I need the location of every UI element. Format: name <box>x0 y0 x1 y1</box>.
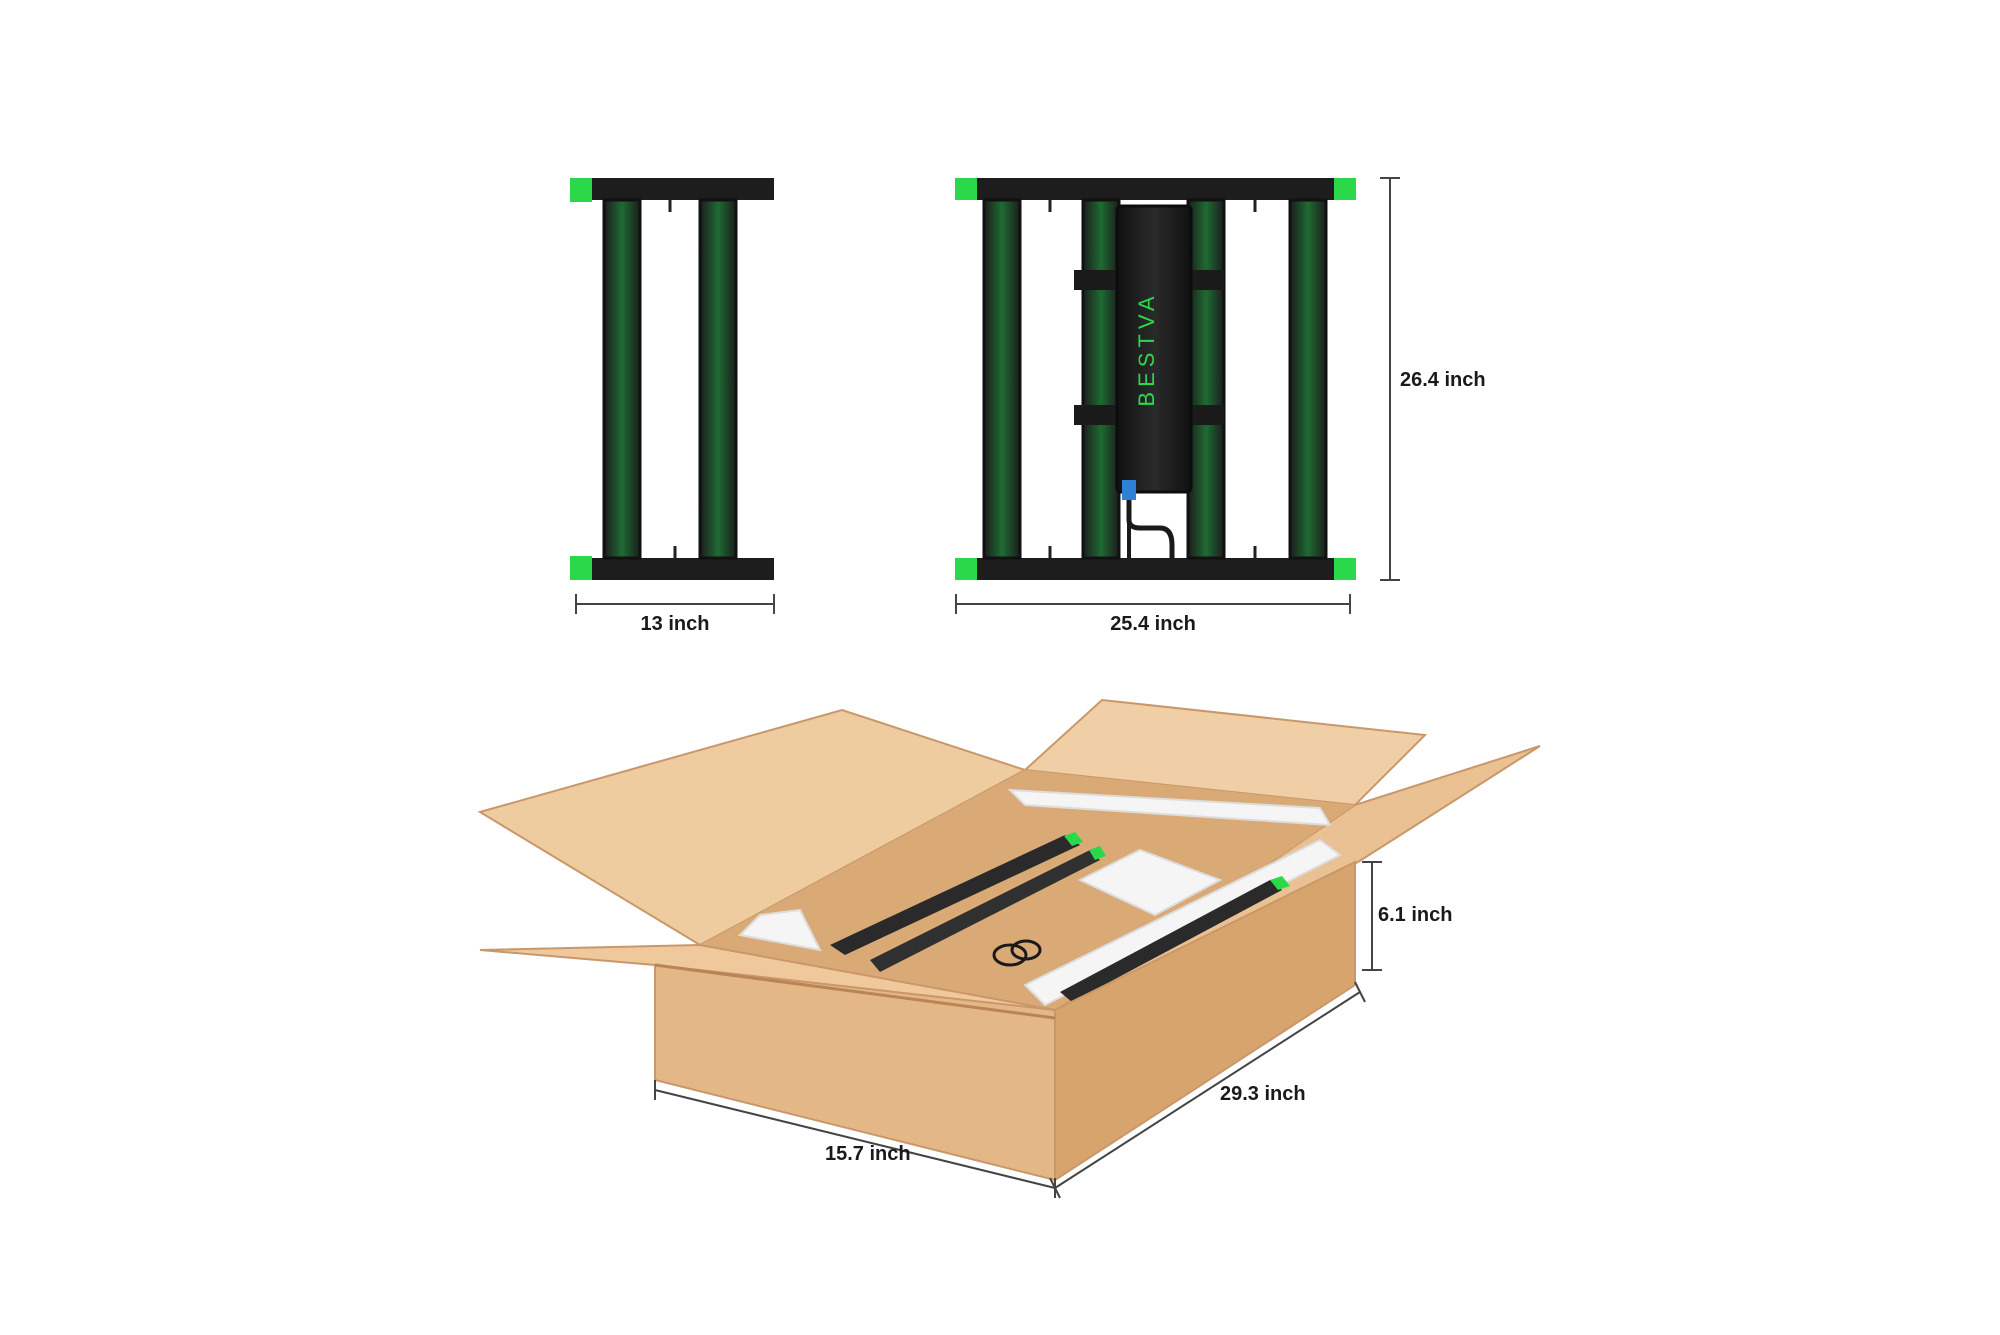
side-bottom-rail <box>578 558 774 580</box>
dimension-fixture-depth: 13 inch <box>575 594 775 635</box>
top-light-bar-4 <box>1288 198 1328 560</box>
dimension-box-width: 15.7 inch <box>654 1080 1056 1198</box>
dimension-fixture-length: 26.4 inch <box>1380 177 1486 581</box>
foam-middle <box>1077 848 1223 917</box>
top-left-green-cap <box>955 178 977 200</box>
side-bottom-green-cap <box>570 556 592 580</box>
box-right-wall <box>1054 860 1356 1182</box>
packed-bar-3 <box>1060 880 1282 1002</box>
driver-cable <box>1126 500 1175 558</box>
bottom-right-green-cap <box>1334 558 1356 580</box>
bottom-rail <box>962 558 1350 580</box>
label-fixture-width: 25.4 inch <box>1110 613 1196 635</box>
brand-logo: BESTVA <box>1134 291 1159 406</box>
side-light-bar-1 <box>604 200 640 558</box>
shipping-box <box>477 698 1541 1182</box>
foam-left <box>737 908 822 952</box>
dimension-fixture-width: 25.4 inch <box>955 594 1351 635</box>
fixture-top-view: BESTVA <box>955 178 1356 580</box>
top-light-bar-2 <box>1081 198 1121 560</box>
label-box-height: 6.1 inch <box>1378 904 1452 926</box>
box-front-flap <box>479 943 1056 1011</box>
fixture-side-view <box>570 178 774 580</box>
packed-cable <box>992 943 1028 967</box>
label-box-length: 29.3 inch <box>1220 1083 1306 1105</box>
label-box-width: 15.7 inch <box>825 1143 911 1165</box>
top-right-green-cap <box>1334 178 1356 200</box>
driver-connector <box>1122 480 1136 500</box>
box-back-flap <box>1022 698 1428 807</box>
side-top-rail <box>578 178 774 200</box>
top-light-bar-3 <box>1186 198 1226 560</box>
side-light-bar-2 <box>700 200 736 558</box>
foam-back <box>1007 788 1332 827</box>
driver-box <box>1115 204 1193 494</box>
top-rail <box>962 178 1350 200</box>
dimension-box-height: 6.1 inch <box>1362 861 1452 971</box>
top-light-bar-1 <box>982 198 1022 560</box>
packed-bar-2 <box>870 850 1100 972</box>
bottom-left-green-cap <box>955 558 977 580</box>
packed-bar-1 <box>830 835 1080 955</box>
side-top-green-cap <box>570 178 592 202</box>
label-fixture-length: 26.4 inch <box>1400 369 1486 391</box>
foam-front <box>1023 838 1342 1007</box>
label-fixture-depth: 13 inch <box>641 613 710 635</box>
